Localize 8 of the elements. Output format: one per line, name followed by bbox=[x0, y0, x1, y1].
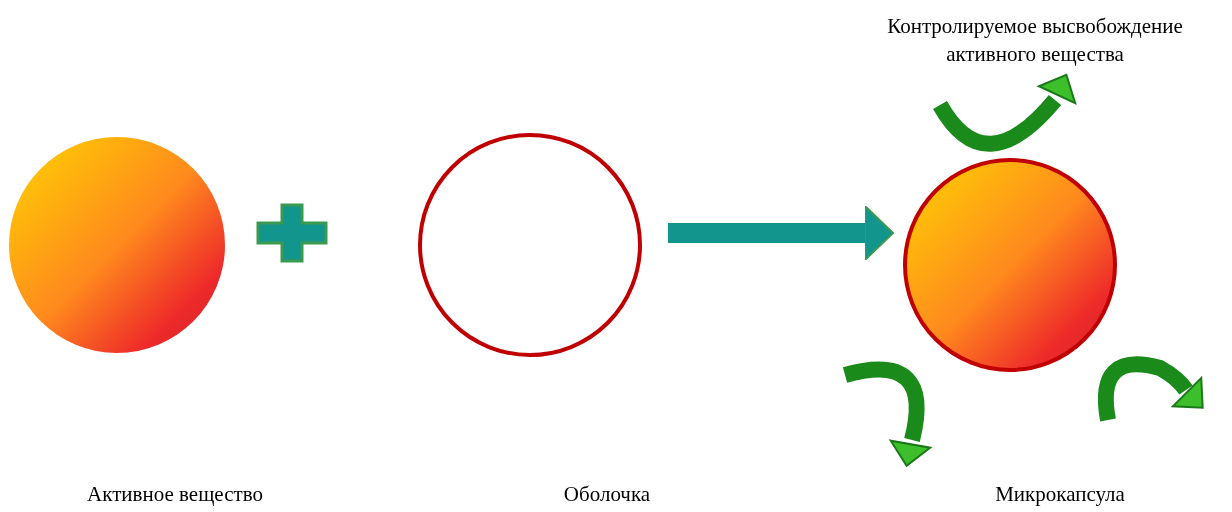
shell-circle bbox=[417, 132, 643, 358]
sphere bbox=[6, 134, 228, 356]
arrow bbox=[668, 205, 894, 261]
sphere bbox=[902, 157, 1118, 373]
caption: Оболочка bbox=[563, 482, 651, 507]
caption: Активное вещество bbox=[87, 482, 263, 507]
note-text: Контролируемое высвобождение активного вещества bbox=[886, 13, 1184, 68]
caption: Микрокапсула bbox=[995, 482, 1125, 507]
